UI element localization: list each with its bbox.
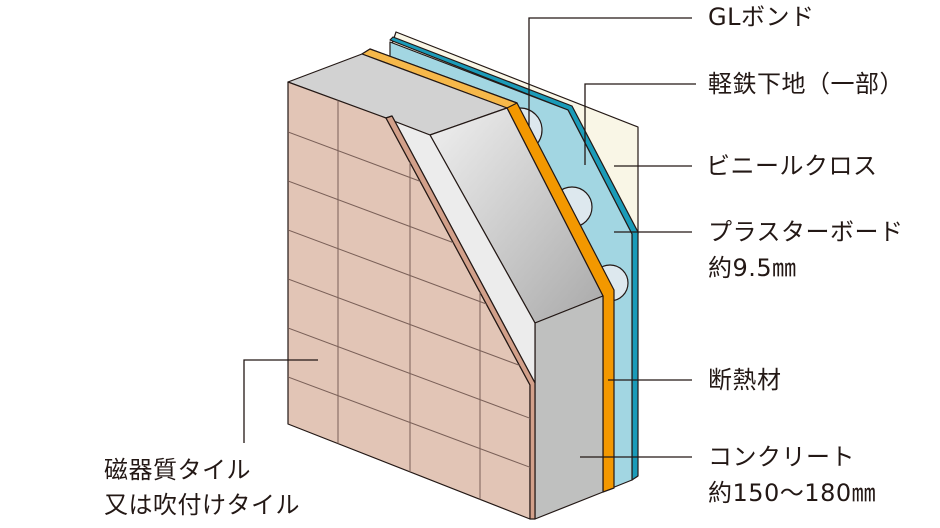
label-tile: 磁器質タイル [104, 456, 251, 484]
leader-lines [243, 17, 696, 458]
label-vinyl-cloth: ビニールクロス [706, 152, 878, 180]
label-insulation: 断熱材 [708, 366, 782, 394]
label-light-steel-frame: 軽鉄下地（一部） [708, 70, 904, 98]
tile-grid [288, 82, 530, 519]
label-plasterboard: プラスターボード [708, 218, 904, 246]
label-plasterboard-thickness: 約9.5㎜ [708, 254, 797, 282]
label-concrete: コンクリート [708, 443, 855, 471]
label-tile-alt: 又は吹付けタイル [104, 491, 300, 519]
concrete-front [534, 295, 604, 520]
label-concrete-thickness: 約150〜180㎜ [708, 479, 877, 507]
tile-edge [385, 115, 536, 520]
label-gl-bond: GLボンド [708, 3, 815, 31]
